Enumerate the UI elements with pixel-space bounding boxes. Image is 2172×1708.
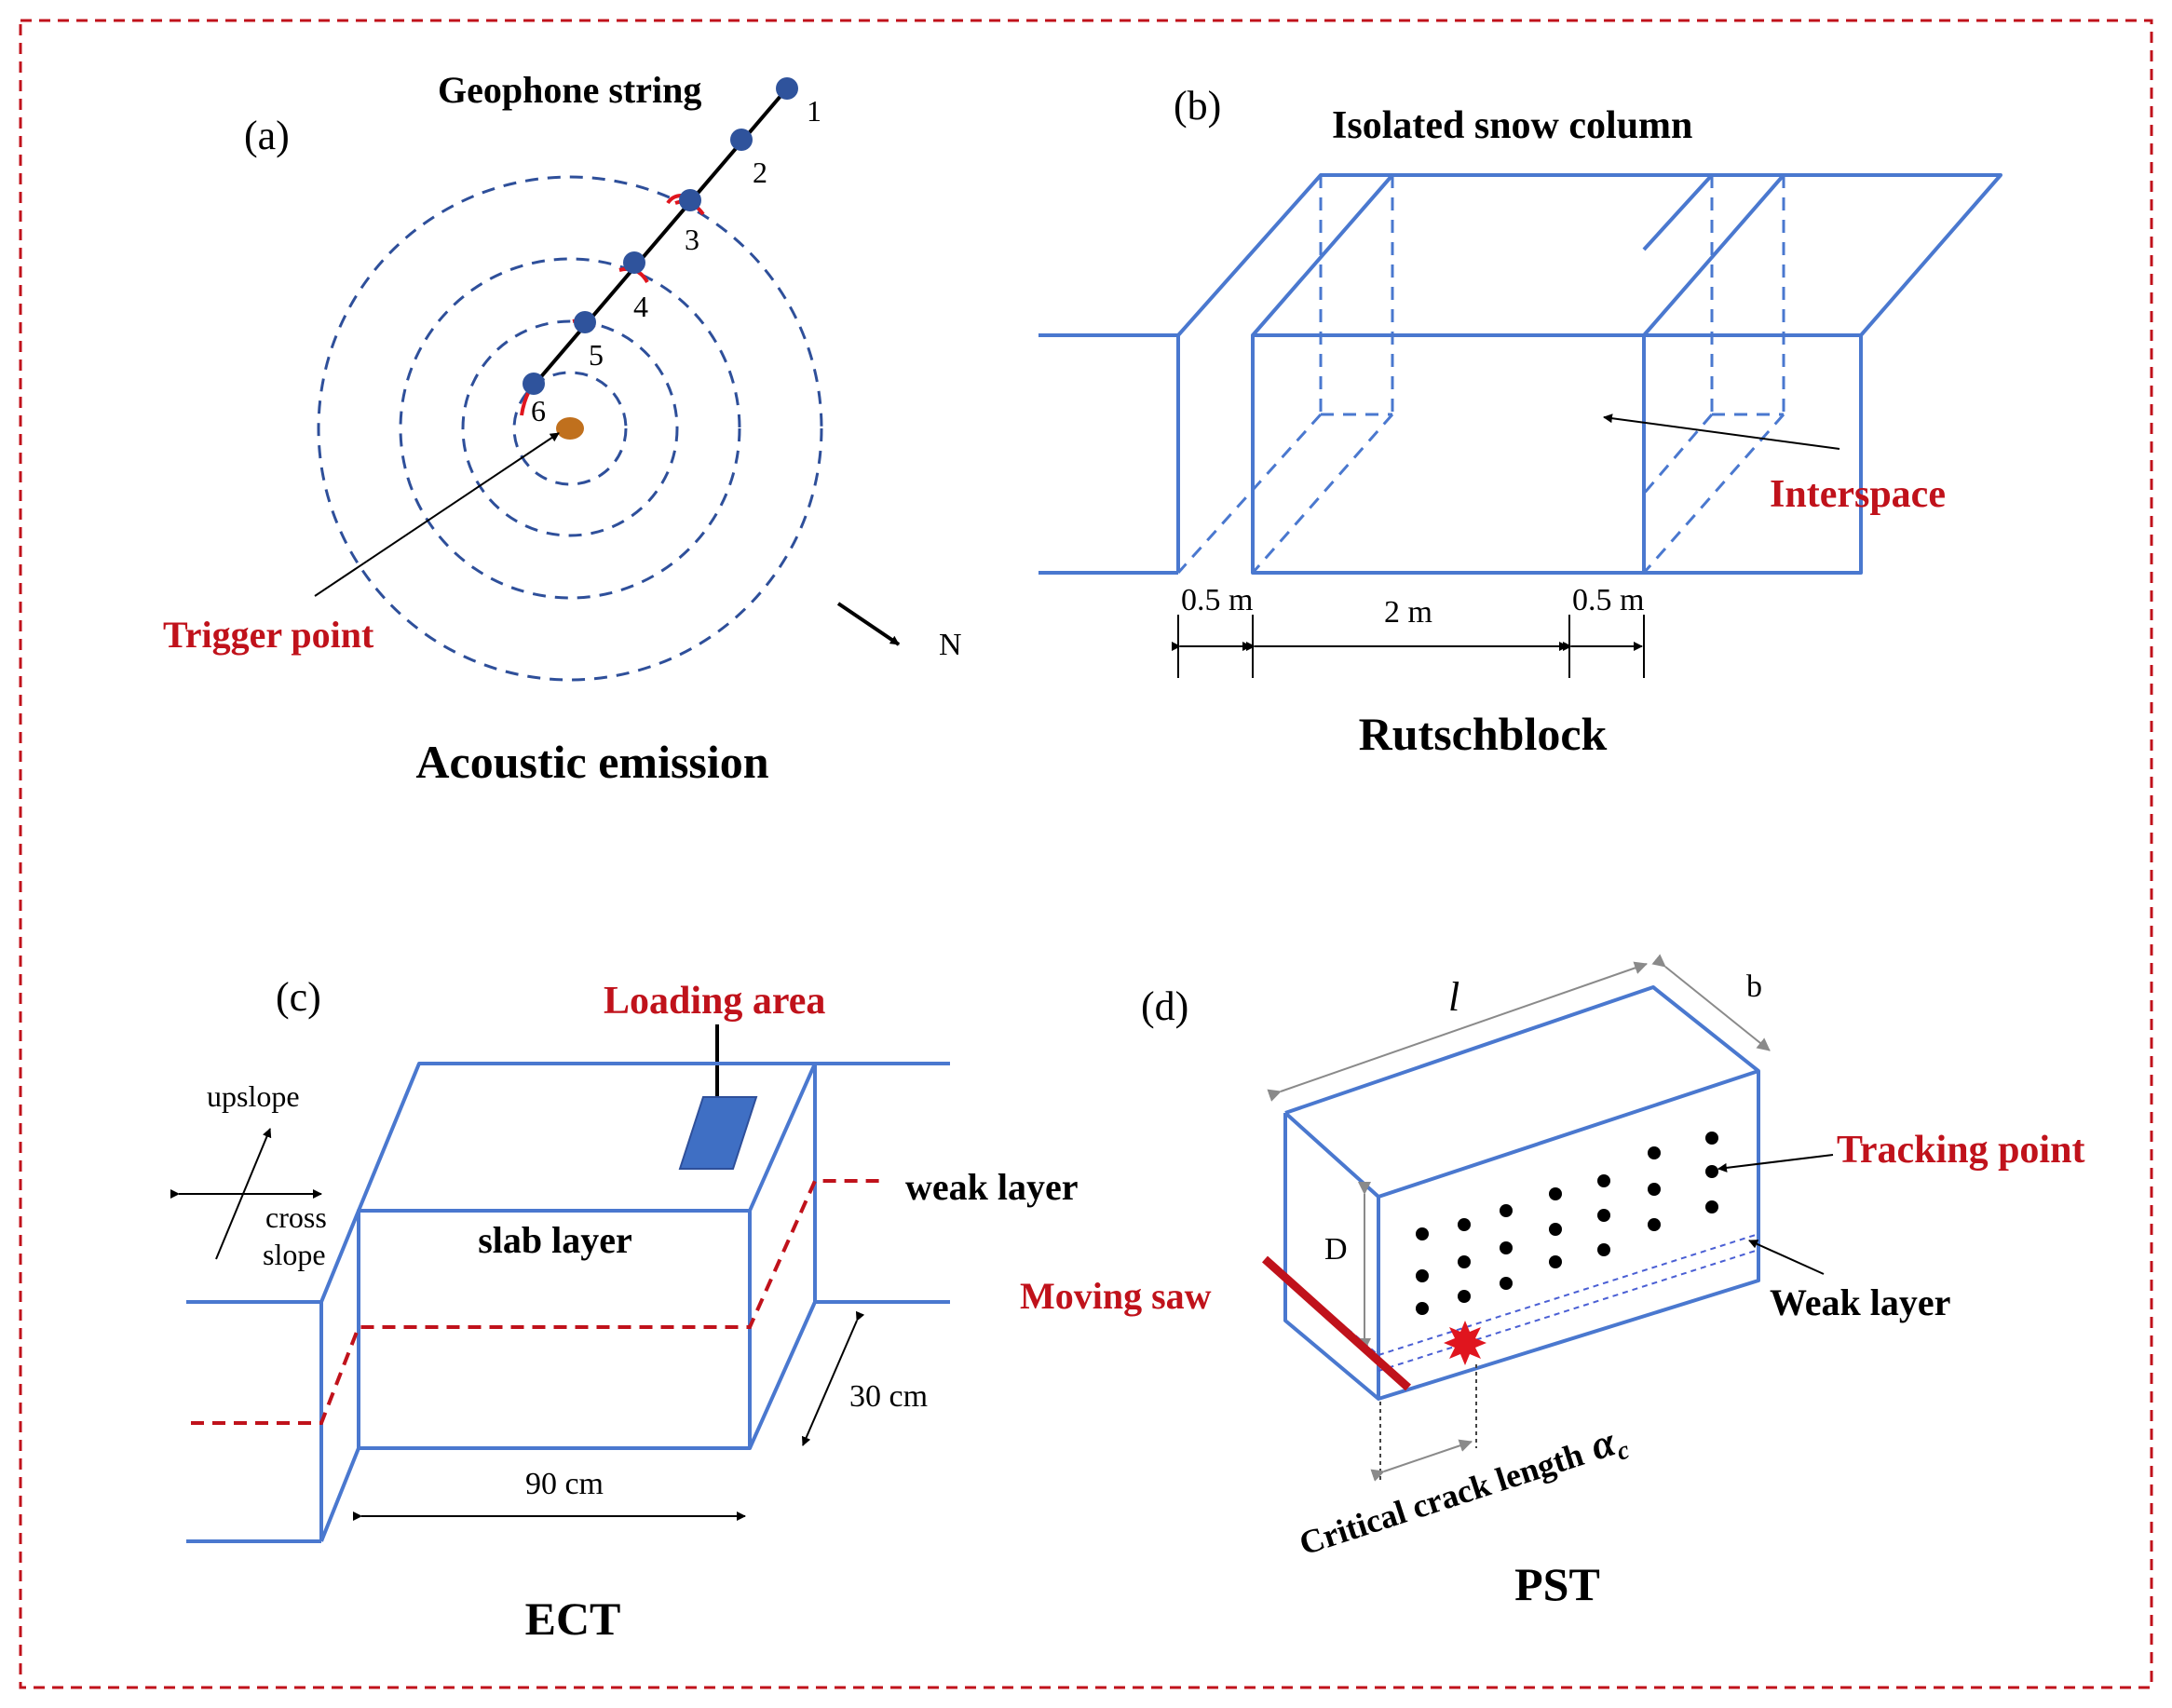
upslope-label: upslope [207, 1079, 300, 1113]
tracking-point-12 [1549, 1255, 1562, 1268]
crack-length-text: Critical crack length [1295, 1435, 1588, 1562]
tracking-point-15 [1597, 1243, 1610, 1256]
length-dimension-arrow [1267, 961, 1648, 1102]
pst-weak-layer-label: Weak layer [1770, 1281, 1950, 1323]
isolated-column-label: Isolated snow column [1332, 104, 1692, 147]
dim-left-label: 0.5 m [1181, 583, 1253, 617]
pst-weak-layer [1284, 1233, 1759, 1372]
geophone-number-6: 6 [531, 394, 546, 427]
moving-saw-label: Moving saw [1020, 1275, 1212, 1317]
geophone-3 [679, 189, 701, 211]
tracking-point-17 [1648, 1183, 1661, 1196]
tracking-point-11 [1549, 1223, 1562, 1236]
trigger-point-label: Trigger point [163, 614, 374, 656]
tracking-point-5 [1458, 1255, 1471, 1268]
width-dimension-label: 90 cm [525, 1467, 604, 1501]
wave-circle-4 [317, 175, 823, 682]
tracking-point-label: Tracking point [1837, 1129, 2084, 1172]
panel-a-caption: Acoustic emission [415, 736, 768, 788]
interspace-pointer-arrow [1603, 413, 1840, 450]
crack-length-arrow [1370, 1439, 1473, 1482]
wave-circle-2 [461, 319, 679, 537]
upslope-arrow [215, 1128, 272, 1260]
weak-layer-line [191, 1179, 880, 1425]
tracking-point-13 [1597, 1174, 1610, 1187]
panel-c: (c) Loading area weak layer slab layer u… [170, 974, 1079, 1645]
geophone-2 [730, 129, 753, 151]
panel-d-caption: PST [1514, 1558, 1600, 1610]
length-dimension-label: l [1448, 974, 1459, 1020]
trigger-pointer-arrow [314, 432, 560, 597]
wave-circle-3 [399, 257, 741, 600]
geophone-5 [574, 311, 596, 333]
geophone-number-3: 3 [685, 223, 699, 256]
tracking-point-14 [1597, 1209, 1610, 1222]
breadth-dimension-arrow [1651, 954, 1771, 1051]
weak-layer-label: weak layer [905, 1166, 1079, 1208]
tracking-point-18 [1648, 1218, 1661, 1231]
geophones [523, 77, 798, 395]
tracking-point-2 [1416, 1269, 1429, 1282]
rutschblock-hidden-edges [1176, 175, 1785, 575]
geophone-string-label: Geophone string [438, 69, 701, 111]
depth-dimension-label-d: D [1324, 1232, 1348, 1267]
north-label: N [939, 628, 962, 662]
dim-right-label: 0.5 m [1572, 583, 1644, 617]
tracking-point-9 [1500, 1277, 1513, 1290]
tracking-point-3 [1416, 1302, 1429, 1315]
moving-saw [1261, 1255, 1412, 1391]
tracking-points [1416, 1132, 1718, 1315]
dim-middle-label: 2 m [1384, 595, 1432, 630]
geophone-number-1: 1 [807, 94, 821, 128]
panel-d-tag: (d) [1141, 983, 1188, 1029]
panel-b-caption: Rutschblock [1359, 708, 1608, 760]
rutschblock-dimensions [1172, 615, 1645, 678]
panel-a-tag: (a) [244, 113, 290, 158]
arrival-marks [520, 194, 705, 416]
slab-layer-label: slab layer [478, 1219, 632, 1261]
tracking-point-1 [1416, 1227, 1429, 1240]
crack-tip-star [1444, 1321, 1486, 1365]
cross-label: cross [265, 1200, 327, 1234]
depth-dimension-arrow [801, 1310, 865, 1446]
tracking-pointer-arrow [1717, 1154, 1834, 1173]
tracking-point-19 [1705, 1132, 1718, 1145]
slope-label: slope [263, 1238, 326, 1271]
panel-b: (b) Isolated snow column [1038, 83, 2002, 760]
geophone-number-4: 4 [633, 290, 648, 323]
tracking-point-21 [1705, 1200, 1718, 1213]
interspace-label: Interspace [1770, 473, 1946, 516]
tracking-point-10 [1549, 1187, 1562, 1200]
panel-c-caption: ECT [525, 1593, 621, 1645]
panel-c-tag: (c) [276, 974, 321, 1020]
geophone-1 [776, 77, 798, 100]
geophone-number-5: 5 [589, 338, 604, 372]
loading-area-patch [678, 1096, 758, 1170]
wave-circle-1 [512, 371, 628, 486]
tracking-point-7 [1500, 1204, 1513, 1217]
panel-a: (a) Geophone string 1 [163, 69, 962, 788]
tracking-point-4 [1458, 1218, 1471, 1231]
tracking-point-6 [1458, 1290, 1471, 1303]
weak-layer-pointer-arrow [1748, 1240, 1825, 1275]
panel-b-tag: (b) [1174, 83, 1221, 129]
tracking-point-16 [1648, 1146, 1661, 1159]
panel-d: (d) l b D Tracking point Weak layer Movi… [1020, 954, 2084, 1610]
tracking-point-20 [1705, 1165, 1718, 1178]
rutschblock-right-side [1642, 173, 1802, 575]
north-arrow [836, 602, 901, 646]
geophone-4 [623, 251, 645, 274]
crack-length-label: Critical crack lengthαc [1293, 1415, 1634, 1568]
trigger-point-marker [556, 417, 584, 440]
loading-area-label: Loading area [604, 980, 825, 1023]
figure-frame [19, 19, 2153, 1689]
geophone-number-2: 2 [753, 156, 767, 189]
geophone-6 [523, 373, 545, 395]
depth-dimension-label: 30 cm [849, 1379, 928, 1414]
wave-circles [317, 175, 823, 682]
tracking-point-8 [1500, 1241, 1513, 1254]
breadth-dimension-label: b [1746, 969, 1762, 1004]
